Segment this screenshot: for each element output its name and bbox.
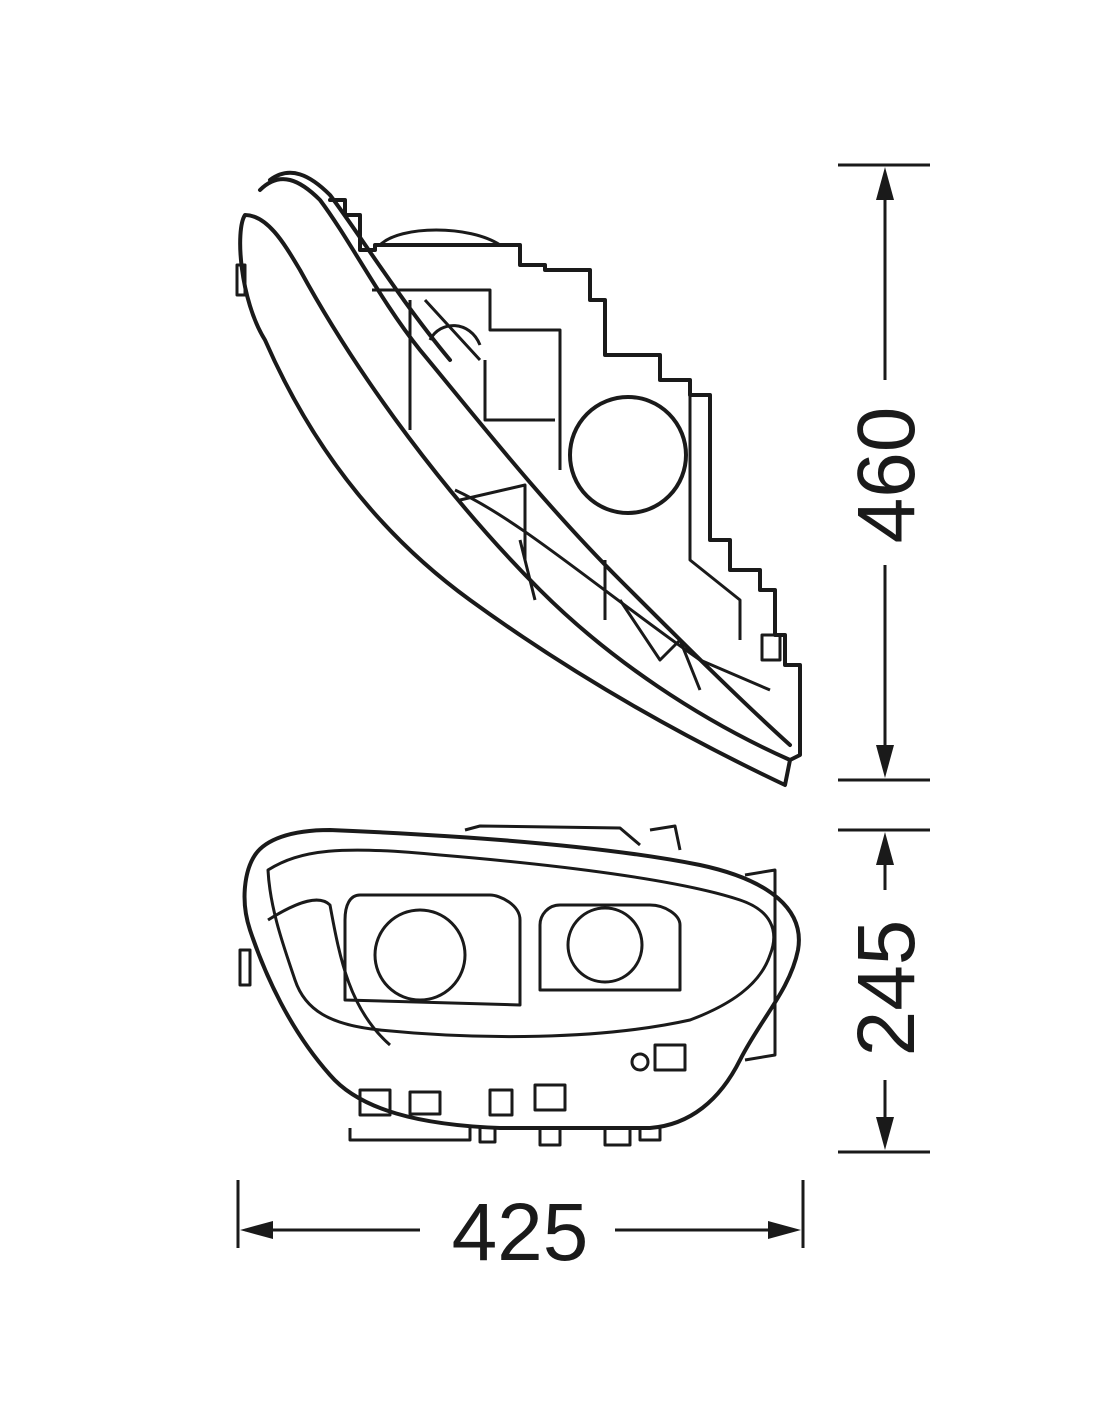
headlight-side-view bbox=[235, 170, 802, 787]
dimension-label-460: 460 bbox=[841, 407, 932, 544]
headlight-front-view bbox=[238, 824, 801, 1147]
dimension-line-height-front bbox=[838, 828, 930, 1154]
dimension-label-245: 245 bbox=[841, 920, 932, 1057]
dimension-line-height-side bbox=[838, 163, 930, 782]
dimension-line-width bbox=[236, 1180, 805, 1248]
dimension-label-425: 425 bbox=[452, 1187, 589, 1278]
